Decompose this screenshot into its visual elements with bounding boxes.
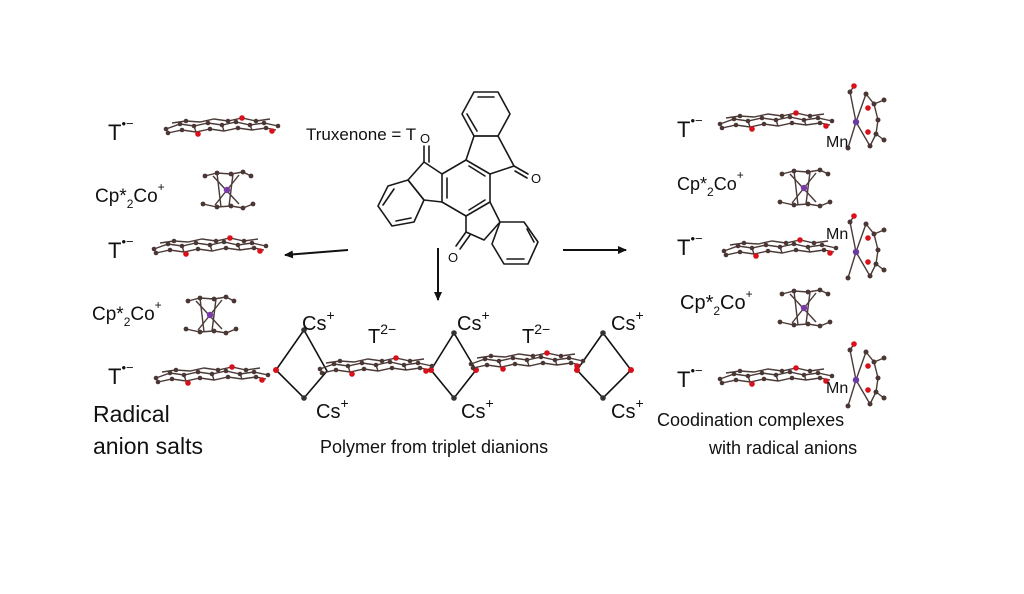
left-column: T•− Cp*2Co+ T•− Cp*2Co+ T•− Radical anio… bbox=[92, 114, 281, 459]
mn-tricarbonyl-fragment bbox=[844, 212, 888, 282]
oxygen-atom bbox=[273, 367, 279, 373]
cs-label: Cs+ bbox=[316, 395, 349, 423]
cation-label: Cp*2Co+ bbox=[677, 168, 744, 199]
cs-atom bbox=[600, 330, 606, 336]
radical-anion-label: T•− bbox=[108, 116, 134, 145]
cs-label: Cs+ bbox=[611, 395, 644, 423]
truxenone-anion-molecule bbox=[717, 364, 835, 388]
oxygen-atom bbox=[574, 367, 580, 373]
cs-atom bbox=[600, 395, 606, 401]
truxenone-name: Truxenone bbox=[306, 125, 387, 144]
dianion-label: T2− bbox=[368, 321, 396, 348]
polymer-caption: Polymer from triplet dianions bbox=[320, 437, 548, 457]
right-caption-line1: Coodination complexes bbox=[657, 410, 844, 430]
radical-anion-label: T•− bbox=[677, 363, 703, 392]
radical-anion-label: T•− bbox=[108, 234, 134, 263]
cation-label: Cp*2Co+ bbox=[92, 298, 162, 329]
cs-label: Cs+ bbox=[461, 395, 494, 423]
mn-tricarbonyl-fragment bbox=[844, 340, 888, 410]
dianion-label: T2− bbox=[522, 321, 550, 348]
truxenone-anion-molecule bbox=[162, 114, 281, 138]
truxenone-dianion-molecule bbox=[468, 349, 586, 373]
cs-atom bbox=[451, 395, 457, 401]
radical-anion-label: T•− bbox=[677, 231, 703, 260]
cs-polymer: Cs+ Cs+ Cs+ Cs+ Cs+ Cs+ T2− T2− Polymer … bbox=[273, 307, 644, 457]
truxenone-anion-molecule bbox=[721, 236, 839, 260]
cation-label: Cp*2Co+ bbox=[95, 180, 165, 211]
left-caption-line2: anion salts bbox=[93, 433, 203, 459]
cs-atom bbox=[451, 330, 457, 336]
truxenone-definition: Truxenone = T bbox=[306, 125, 416, 144]
radical-anion-label: T•− bbox=[108, 360, 134, 389]
mn-label: Mn bbox=[826, 226, 848, 243]
cs-atom bbox=[301, 327, 307, 333]
cs-label: Cs+ bbox=[611, 307, 644, 335]
mn-label: Mn bbox=[826, 134, 848, 151]
oxygen-label-bottom: O bbox=[448, 250, 458, 265]
cs-cage bbox=[274, 328, 328, 400]
cobaltocenium-molecule bbox=[776, 286, 834, 330]
definition-symbol: T bbox=[406, 125, 416, 144]
definition-equals: = bbox=[387, 125, 406, 144]
cation-label: Cp*2Co+ bbox=[680, 287, 753, 318]
cs-cage bbox=[430, 331, 477, 400]
right-column: T•− Cp*2Co+ T•− Cp*2Co+ T•− Mn Mn Mn Coo… bbox=[657, 82, 888, 458]
truxenone-anion-molecule bbox=[717, 109, 835, 133]
oxygen-label-right: O bbox=[531, 171, 541, 186]
left-caption-line1: Radical bbox=[93, 401, 170, 427]
cs-cage bbox=[575, 331, 633, 400]
cs-label: Cs+ bbox=[302, 307, 335, 335]
oxygen-atom bbox=[428, 367, 434, 373]
cobaltocenium-molecule bbox=[776, 166, 834, 210]
mn-tricarbonyl-fragment bbox=[844, 82, 888, 152]
mn-label: Mn bbox=[826, 380, 848, 397]
truxenone-anion-molecule bbox=[152, 363, 271, 387]
truxenone-dianion-molecule bbox=[317, 354, 435, 378]
arrow-left bbox=[284, 249, 349, 259]
cs-label: Cs+ bbox=[457, 307, 490, 335]
oxygen-atom bbox=[628, 367, 634, 373]
radical-anion-label: T•− bbox=[677, 113, 703, 142]
cs-atom bbox=[301, 395, 307, 401]
truxenone-anion-molecule bbox=[150, 234, 269, 258]
truxenone-structure: O O O bbox=[377, 91, 541, 265]
oxygen-label-left: O bbox=[420, 131, 430, 146]
cobaltocenium-molecule bbox=[182, 293, 240, 337]
cobaltocenium-molecule bbox=[199, 168, 257, 212]
right-caption-line2: with radical anions bbox=[708, 438, 857, 458]
